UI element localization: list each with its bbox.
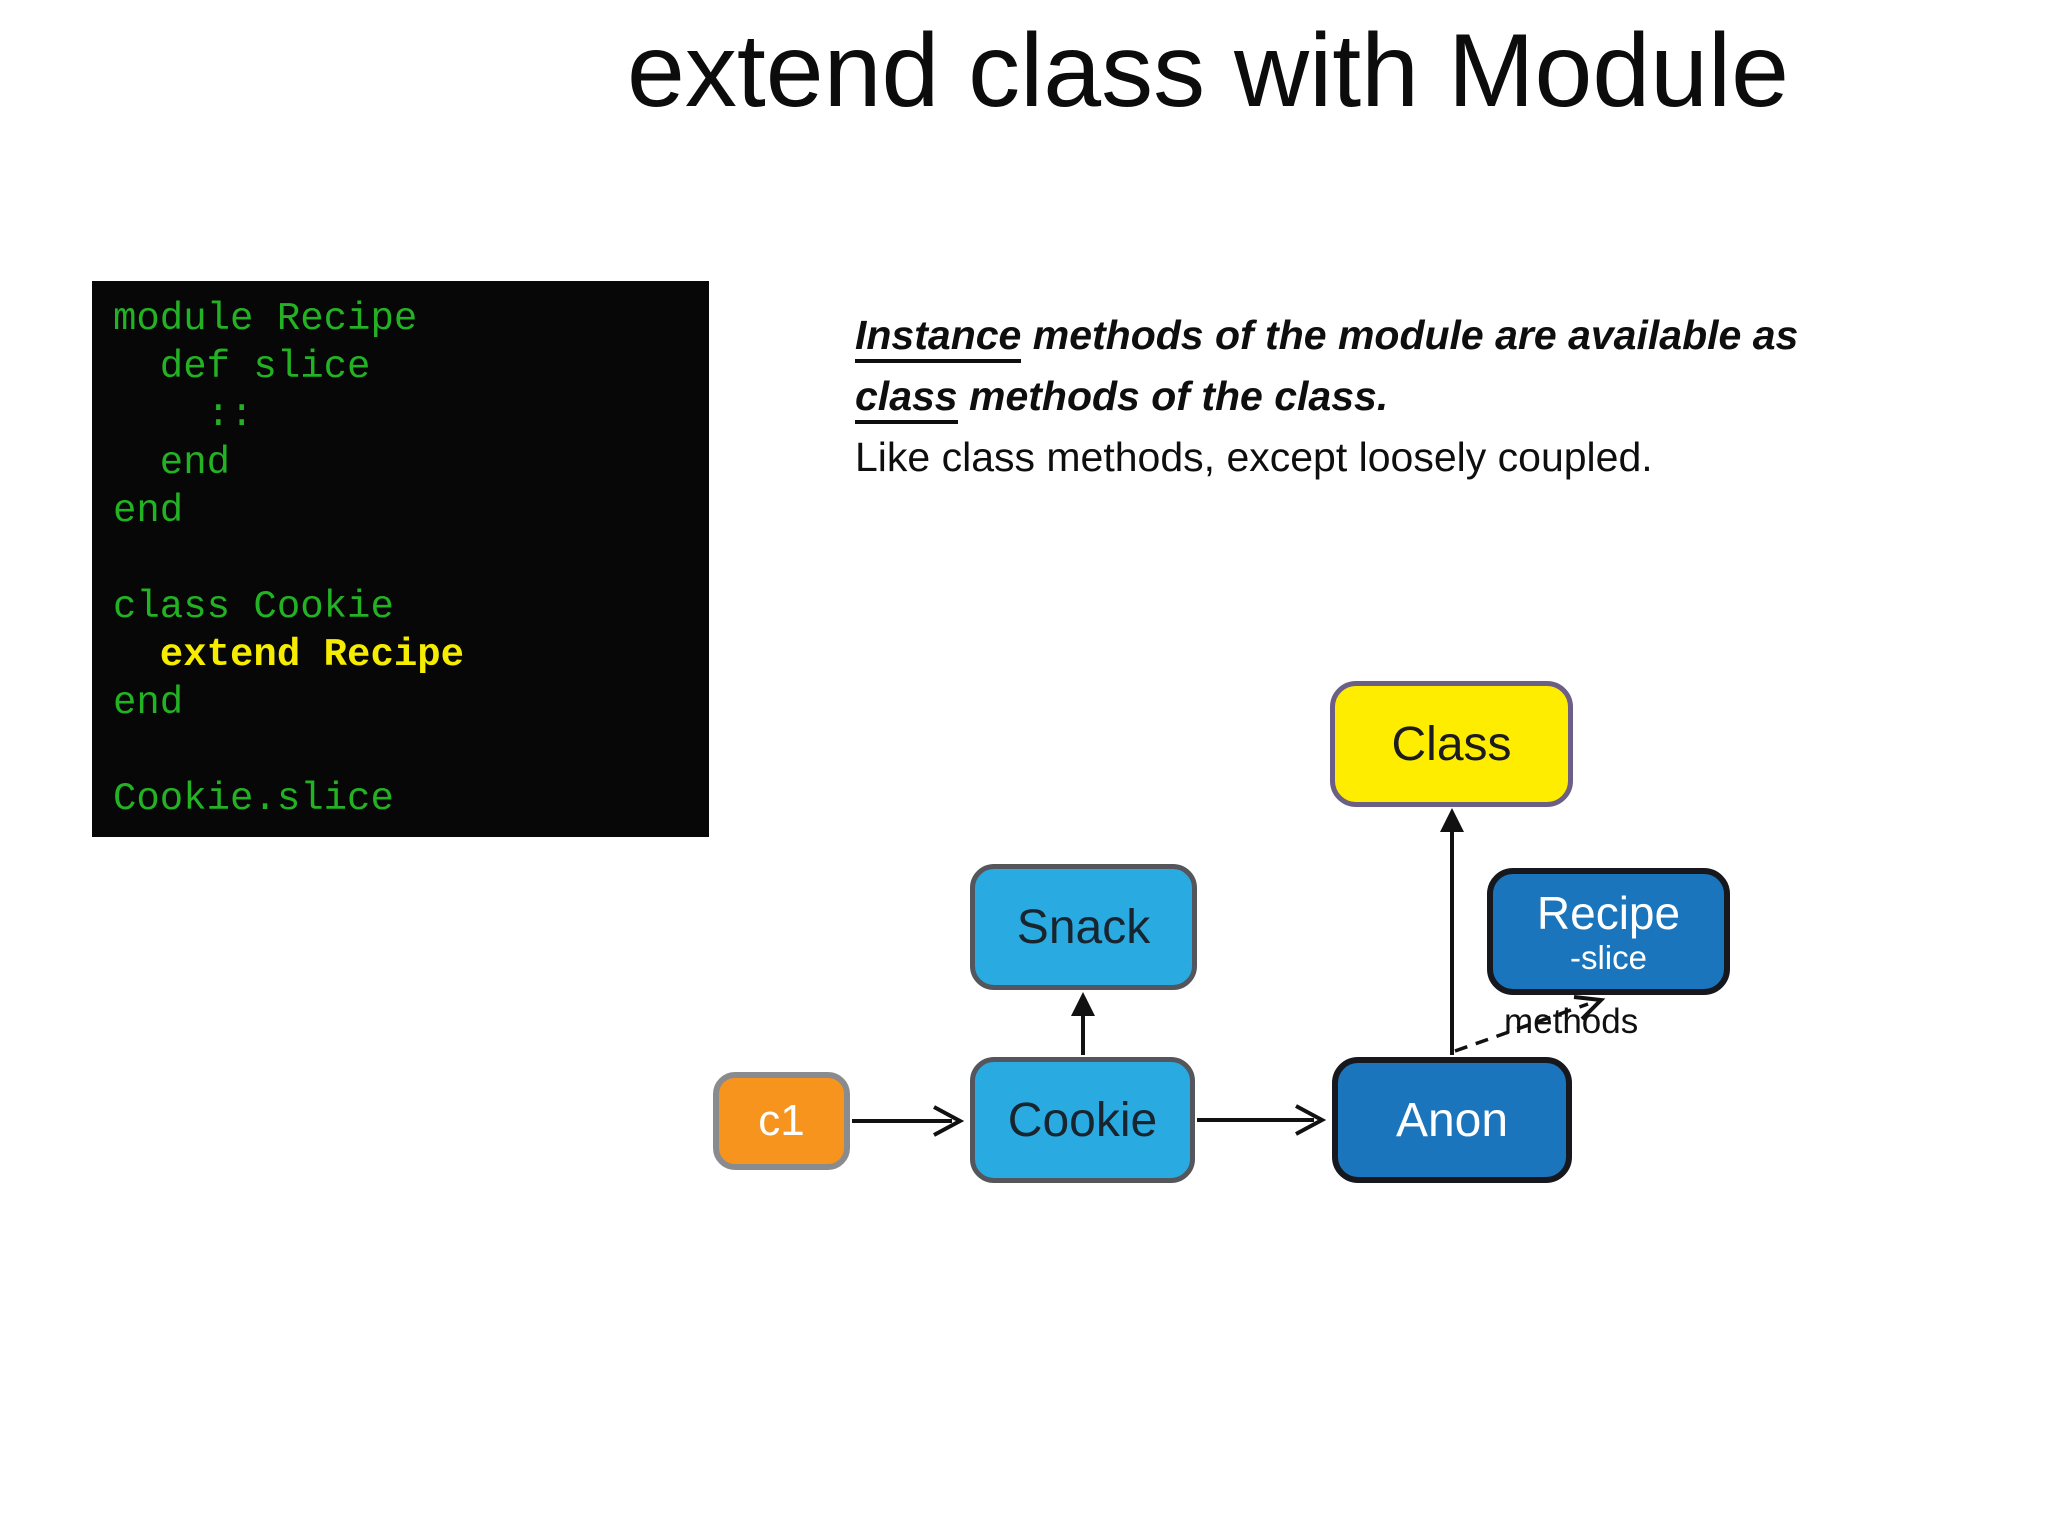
recipe-box-label: Recipe [1536,887,1681,940]
note-line-1-rest: methods of the module are available as [1021,312,1799,358]
code-line: end [113,441,231,485]
recipe-box: Recipe -slice [1487,868,1730,995]
class-box-label: Class [1391,717,1512,771]
note-text: Instance methods of the module are avail… [855,305,1975,488]
code-line: class Cookie [113,585,394,629]
code-line: :: [113,393,254,437]
arrowhead-cookie-to-snack [1071,992,1095,1016]
anon-box-label: Anon [1395,1093,1509,1147]
note-line-2-rest: methods of the class. [957,373,1389,419]
note-line-2: class methods of the class. [855,366,1975,427]
cookie-box: Cookie [970,1057,1195,1183]
code-line: extend Recipe [113,633,465,677]
code-line: end [113,681,184,725]
snack-box: Snack [970,864,1197,990]
code-line: def slice [113,345,371,389]
arrow-anon-to-recipe-dashed [1454,1002,1589,1053]
c1-box-label: c1 [758,1096,805,1145]
cookie-box-label: Cookie [1007,1093,1158,1147]
anon-box: Anon [1332,1057,1572,1183]
note-underlined-class: class [855,373,958,424]
class-box: Class [1330,681,1573,807]
snack-box-label: Snack [1016,900,1151,954]
code-line: end [113,489,184,533]
page-title: extend class with Module [627,13,1789,129]
arrowhead-anon-to-class [1440,808,1464,832]
note-underlined-instance: Instance [855,312,1022,363]
code-line: Cookie.slice [113,777,394,821]
arrowhead-c1-to-cookie [933,1105,965,1137]
arrowhead-anon-to-recipe [1573,995,1606,1021]
c1-box: c1 [713,1072,850,1170]
note-line-1: Instance methods of the module are avail… [855,305,1975,366]
code-line: module Recipe [113,297,418,341]
recipe-box-sublabel: -slice [1569,938,1647,976]
arrowhead-cookie-to-anon [1295,1104,1327,1136]
methods-label: methods [1504,1002,1639,1041]
note-line-3: Like class methods, except loosely coupl… [855,434,1653,480]
